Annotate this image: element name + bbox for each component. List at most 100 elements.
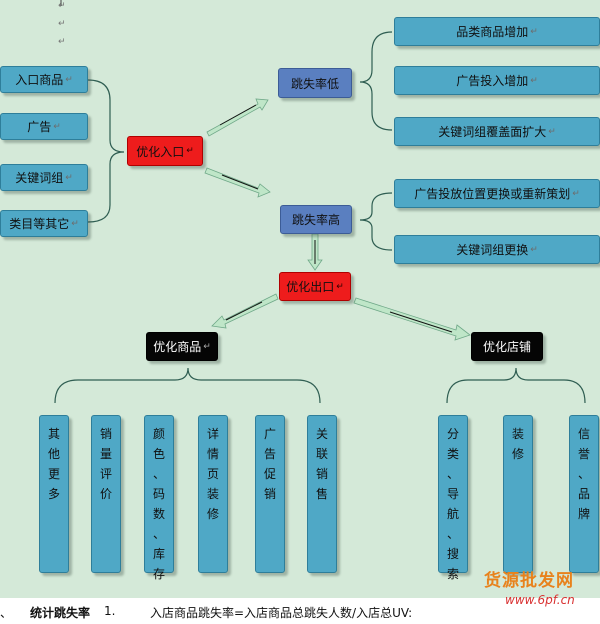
vertical-char: 存: [152, 567, 165, 581]
arrow-exit-to-goods: [211, 293, 279, 329]
low-item-label: 广告投入增加: [456, 74, 529, 88]
vertical-char: 量: [99, 447, 112, 461]
vertical-char: 装: [511, 427, 524, 441]
watermark-url: www.6pf.cn: [505, 593, 575, 607]
vertical-char: 色: [152, 447, 165, 461]
vertical-char: 牌: [577, 507, 590, 521]
left-item-label: 广告: [27, 120, 52, 134]
left-item-entry-goods: 入口商品↵: [0, 66, 88, 93]
vertical-char: 库: [152, 547, 165, 561]
goods-bracket: [54, 367, 321, 404]
shop-item-decoration: 装修: [503, 415, 533, 573]
caption-text: 入店商品跳失率=入店商品总跳失人数/入店总UV:: [150, 606, 413, 620]
low-item-keyword-coverage: 关键词组覆盖面扩大↵: [394, 117, 600, 146]
goods-item-color-size-stock: 颜色、码数、库存: [144, 415, 174, 581]
node-label: 跳失率低: [290, 76, 339, 91]
goods-item-ad-promo: 广告促销: [255, 415, 285, 573]
vertical-char: 修: [206, 507, 219, 521]
goods-item-related-sales: 关联销售: [307, 415, 337, 573]
high-item-ad-placement: 广告投放位置更换或重新策划↵: [394, 179, 600, 208]
vertical-char: 价: [99, 487, 112, 501]
caption-number: 1.: [104, 604, 116, 618]
vertical-char: 导: [446, 487, 459, 501]
node-optimize-entry: 优化入口↵: [127, 136, 203, 166]
left-item-category-etc: 类目等其它↵: [0, 210, 88, 237]
shop-item-category-nav-search: 分类、导航、搜索: [438, 415, 468, 581]
vertical-char: 搜: [446, 547, 459, 561]
caption-bullet: 、: [0, 606, 13, 620]
shop-bracket: [446, 367, 586, 404]
vertical-char: 详: [206, 427, 219, 441]
vertical-char: 航: [446, 507, 459, 521]
arrow-high-to-exit: [307, 233, 323, 271]
node-optimize-shop: 优化店铺: [471, 332, 543, 361]
caption-line: 、 统计跳失率 1. 入店商品跳失率=入店商品总跳失人数/入店总UV:: [0, 600, 600, 624]
vertical-char: 、: [446, 527, 459, 541]
low-item-label: 关键词组覆盖面扩大: [438, 125, 547, 139]
high-item-label: 关键词组更换: [456, 243, 529, 257]
low-item-more-categories: 品类商品增加↵: [394, 17, 600, 46]
vertical-char: 促: [263, 467, 276, 481]
vertical-char: 其: [47, 427, 60, 441]
left-item-ads: 广告↵: [0, 113, 88, 140]
vertical-char: 关: [315, 427, 328, 441]
vertical-char: 码: [152, 487, 165, 501]
node-label: 优化出口: [286, 280, 335, 294]
left-bracket: [87, 79, 125, 223]
vertical-char: 誉: [577, 447, 590, 461]
vertical-char: 信: [577, 427, 590, 441]
vertical-char: 数: [152, 507, 165, 521]
vertical-char: 告: [263, 447, 276, 461]
vertical-char: 更: [47, 467, 60, 481]
vertical-char: 分: [446, 427, 459, 441]
caption-title: 统计跳失率: [30, 606, 91, 620]
arrow-entry-to-high: [204, 167, 271, 198]
connector-layer: ↵ ↵ ↵: [54, 0, 586, 404]
vertical-char: 情: [206, 447, 219, 461]
left-item-label: 关键词组: [15, 171, 64, 185]
vertical-char: 索: [446, 567, 459, 581]
vertical-char: 多: [47, 487, 60, 501]
goods-item-detail-page: 详情页装修: [198, 415, 228, 573]
vertical-char: 、: [152, 467, 165, 481]
paragraph-mark: ↵: [58, 37, 66, 47]
vertical-char: 页: [206, 467, 219, 481]
vertical-char: 颜: [152, 427, 165, 441]
node-bounce-low: 跳失率低: [278, 68, 352, 98]
left-item-label: 类目等其它: [9, 217, 70, 231]
left-item-label: 入口商品: [15, 73, 64, 87]
left-item-keywords: 关键词组↵: [0, 164, 88, 191]
node-label: 优化店铺: [482, 340, 531, 354]
vertical-char: 联: [315, 447, 328, 461]
node-label: 优化商品: [153, 340, 202, 354]
node-label: 优化入口: [136, 144, 185, 159]
node-optimize-goods: 优化商品↵: [146, 332, 218, 361]
vertical-char: 、: [577, 467, 590, 481]
shop-item-reputation-brand: 信誉、品牌: [569, 415, 599, 573]
high-item-label: 广告投放位置更换或重新策划: [414, 187, 571, 201]
vertical-char: 销: [315, 467, 328, 481]
arrow-exit-to-shop: [353, 297, 471, 341]
vertical-char: 装: [206, 487, 219, 501]
node-optimize-exit: 优化出口↵: [279, 272, 351, 301]
vertical-char: 修: [511, 447, 524, 461]
vertical-char: 销: [263, 487, 276, 501]
vertical-char: 销: [99, 427, 112, 441]
node-label: 跳失率高: [291, 213, 340, 227]
paragraph-mark: ↵: [58, 19, 66, 29]
node-bounce-high: 跳失率高: [280, 205, 352, 234]
high-bracket: [359, 192, 393, 251]
goods-item-more: 其他更多: [39, 415, 69, 573]
watermark-logo: 货源批发网: [484, 571, 574, 591]
vertical-char: 、: [152, 527, 165, 541]
low-item-label: 品类商品增加: [456, 25, 529, 39]
vertical-char: 、: [446, 467, 459, 481]
high-item-keyword-change: 关键词组更换↵: [394, 235, 600, 264]
low-bracket: [359, 31, 393, 131]
vertical-char: 品: [577, 487, 590, 501]
vertical-char: 售: [315, 487, 328, 501]
vertical-char: 评: [99, 467, 112, 481]
low-item-more-ads: 广告投入增加↵: [394, 66, 600, 95]
vertical-char: 广: [263, 427, 276, 441]
